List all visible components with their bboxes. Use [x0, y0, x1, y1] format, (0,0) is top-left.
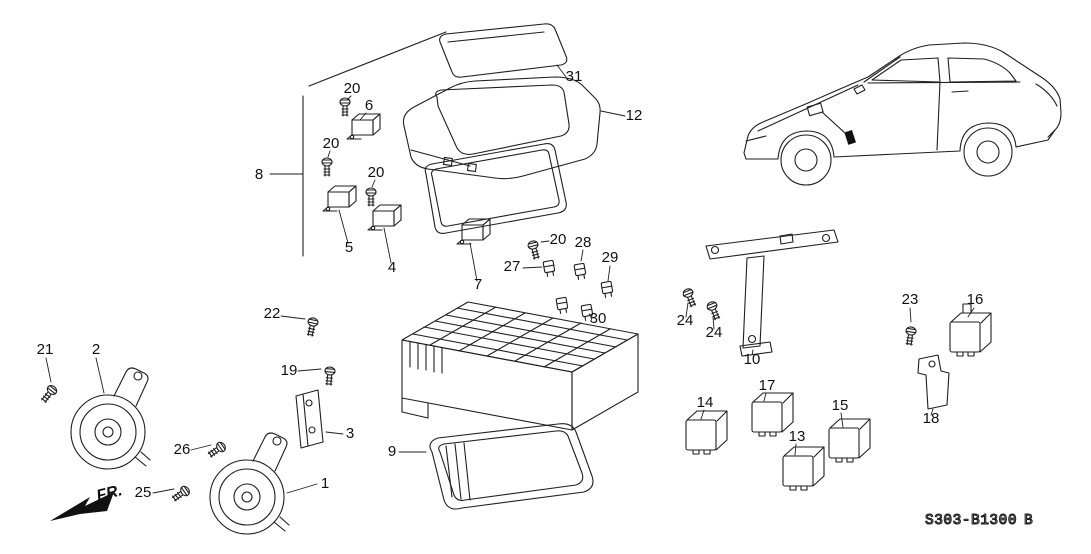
part-label-30: 30 [590, 310, 607, 327]
part-label-24-b: 24 [706, 324, 723, 341]
part-label-12: 12 [626, 107, 643, 124]
part-label-15: 15 [832, 397, 849, 414]
part-label-4: 4 [388, 259, 396, 276]
leader-lines [45, 64, 975, 494]
front-arrow-icon [50, 492, 114, 521]
construction-lines [269, 31, 447, 257]
part-label-3: 3 [346, 425, 354, 442]
part-label-10: 10 [744, 351, 761, 368]
part-label-31: 31 [566, 68, 583, 85]
relay-15 [828, 418, 871, 463]
horn-high [209, 432, 290, 535]
part-label-23: 23 [902, 291, 919, 308]
part-label-25: 25 [135, 484, 152, 501]
part-label-18: 18 [923, 410, 940, 427]
part-label-5: 5 [345, 239, 353, 256]
relay-cube-6 [346, 113, 381, 140]
part-label-14: 14 [697, 394, 714, 411]
relay-14 [685, 410, 728, 455]
part-label-13: 13 [789, 428, 806, 445]
horn-low [70, 367, 151, 470]
part-label-8: 8 [255, 166, 263, 183]
relay-cube-4 [367, 204, 402, 231]
part-label-20-b: 20 [323, 135, 340, 152]
front-direction-label: FR. [95, 482, 124, 505]
mount-bracket-3 [295, 389, 324, 449]
diagram-code-suffix: B [1024, 513, 1033, 529]
fuse-box-body [401, 301, 639, 431]
part-label-6: 6 [365, 97, 373, 114]
part-label-7: 7 [474, 276, 482, 293]
relay-17 [751, 392, 794, 437]
fuse-box-cover [402, 76, 601, 180]
part-label-27: 27 [504, 258, 521, 275]
mount-bracket-10 [705, 229, 839, 357]
part-label-19: 19 [281, 362, 298, 379]
diagram-code-number: S303-B1300 [925, 513, 1017, 529]
front-direction-indicator: FR. [50, 482, 124, 521]
car-illustration [743, 42, 1062, 186]
part-label-1: 1 [321, 475, 329, 492]
part-label-21: 21 [37, 341, 54, 358]
relay-16 [949, 303, 992, 357]
relay-13 [782, 446, 825, 491]
part-label-16: 16 [967, 291, 984, 308]
part-label-17: 17 [759, 377, 776, 394]
part-label-24-a: 24 [677, 312, 694, 329]
part-labels: 20 6 20 8 20 31 12 5 4 7 20 27 28 29 30 … [37, 68, 984, 501]
part-label-29: 29 [602, 249, 619, 266]
part-label-9: 9 [388, 443, 396, 460]
fuse-box-lid [439, 23, 568, 78]
part-label-28: 28 [575, 234, 592, 251]
fuse-box-lower-cover [429, 423, 594, 510]
relay-cube-7 [456, 218, 491, 245]
part-label-20-d: 20 [550, 231, 567, 248]
bolts [38, 97, 918, 504]
relay-cube-5 [322, 185, 357, 212]
part-label-22: 22 [264, 305, 281, 322]
part-label-20-c: 20 [368, 164, 385, 181]
diagram-code: S303-B1300 B [925, 513, 1033, 529]
cover-gasket [424, 143, 567, 234]
part-label-20-a: 20 [344, 80, 361, 97]
mount-bracket-18 [917, 354, 950, 410]
part-label-26: 26 [174, 441, 191, 458]
component-location-marker [806, 102, 856, 145]
part-label-2: 2 [92, 341, 100, 358]
